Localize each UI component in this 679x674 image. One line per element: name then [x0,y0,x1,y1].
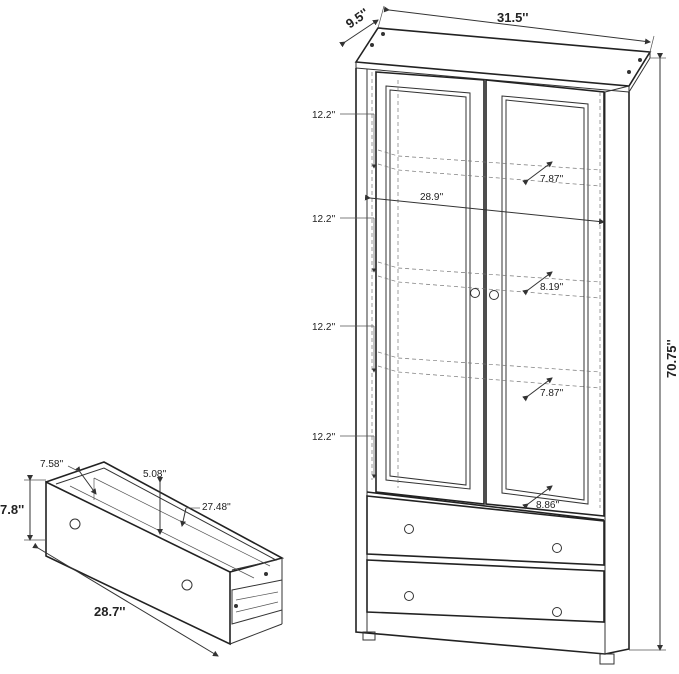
left-glass-door [375,71,485,505]
drawer-inner-height-label: 5.08'' [143,469,166,480]
shelf-spacing-label-4: 12.2'' [312,432,335,443]
shelf-spacing-label-3: 12.2'' [312,322,335,333]
shelf-depth-label-1: 7.87'' [540,174,563,185]
cabinet-height-label: 70.75'' [664,339,679,378]
cabinet-dimension-lines [339,5,666,651]
drawer-drawing [45,461,285,646]
cabinet-foot-left [362,631,376,641]
drawer-width-label: 28.7'' [94,604,125,619]
cabinet-foot-right [599,653,615,665]
bottom-depth-label: 8.86'' [536,500,559,511]
right-glass-door [485,79,605,517]
drawer-inner-width-label: 27.48'' [202,502,231,513]
glass-shelves [377,80,601,508]
drawer-knob-right [181,579,193,591]
drawer-dimension-lines [24,465,219,657]
shelf-depth-label-2: 8.19'' [540,282,563,293]
shelf-spacing-label-2: 12.2'' [312,214,335,225]
inner-width-label: 28.9'' [420,192,443,203]
drawer-knob-left [69,518,81,530]
shelf-depth-label-3: 7.87'' [540,388,563,399]
left-door-knob [470,288,480,298]
cabinet-drawers [366,491,605,623]
drawer-height-label: 7.8'' [0,502,24,517]
shelf-spacing-label-1: 12.2'' [312,110,335,121]
cabinet-width-label: 31.5'' [497,10,528,25]
right-door-knob [489,290,499,300]
cabinet-drawing [354,27,652,665]
drawer-depth-label: 7.58'' [40,459,63,470]
